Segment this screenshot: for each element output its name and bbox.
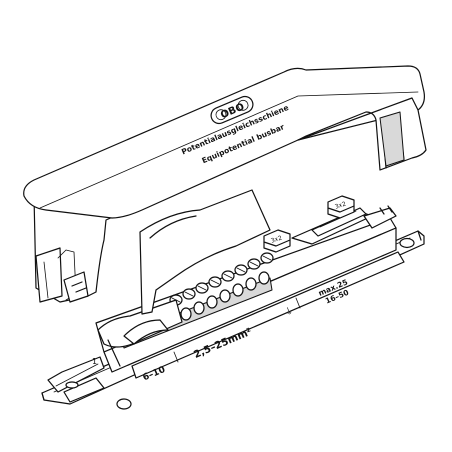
terminal-hole — [232, 283, 244, 297]
terminal-screw — [247, 258, 261, 270]
terminal-hole — [206, 295, 218, 309]
cover — [23, 65, 427, 315]
hex-bolt-1: 3x2 — [263, 229, 291, 253]
front-clamp — [97, 299, 183, 367]
terminal-hole — [219, 289, 231, 303]
terminal-screw — [260, 252, 274, 264]
terminal-screw — [182, 288, 196, 300]
terminal-hole — [180, 307, 192, 321]
terminal-hole — [193, 301, 205, 315]
terminal-screws — [169, 252, 274, 306]
rail-mount-hole-right — [399, 237, 415, 249]
terminal-screw — [208, 276, 222, 288]
part-number: 1 — [92, 357, 97, 366]
terminal-screw — [234, 264, 248, 276]
terminal-screw — [221, 270, 235, 282]
bolt-size-label: 3x2 — [270, 234, 283, 244]
flat-bar — [291, 205, 397, 245]
terminal-holes — [180, 271, 270, 321]
rail-mount-hole-left — [116, 398, 132, 410]
ground-symbol-icon: ⏚ — [283, 305, 296, 319]
terminal-screw — [195, 282, 209, 294]
terminal-hole — [258, 271, 270, 285]
hex-bolt-2: 3x2 — [327, 195, 355, 219]
terminal-hole — [245, 277, 257, 291]
bolt-size-label: 3x2 — [334, 200, 347, 210]
